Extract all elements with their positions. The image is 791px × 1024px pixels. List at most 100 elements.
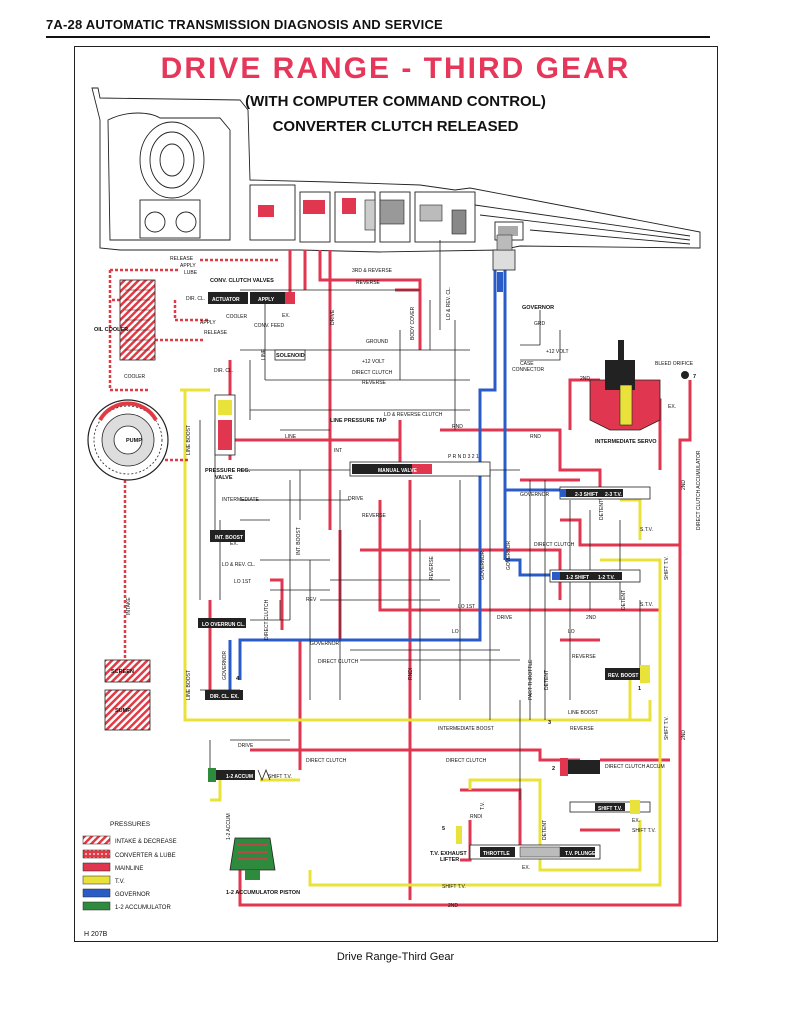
label-grd: GRD bbox=[534, 321, 546, 327]
manual-valve bbox=[349, 461, 491, 477]
line-label-dca-vert: DIRECT CLUTCH ACCUMULATOR bbox=[696, 450, 702, 530]
transmission-cross-section bbox=[91, 87, 701, 253]
line-label-12-volt: +12 VOLT bbox=[362, 359, 385, 365]
direct-clutch-accumulator bbox=[560, 758, 600, 776]
diagram-frame bbox=[74, 46, 718, 942]
line-label-apply-2: APPLY bbox=[200, 320, 216, 326]
line-label-shift-tv-3: SHIFT T.V. bbox=[442, 884, 466, 890]
accumulator-piston-1-2 bbox=[229, 837, 276, 880]
line-label-shift-tv-1: SHIFT T.V. bbox=[268, 774, 292, 780]
label-throttle: THROTTLE bbox=[483, 851, 510, 857]
number-1: 1 bbox=[638, 686, 641, 692]
legend-swatch-intake bbox=[82, 835, 111, 845]
figure-code: H 207B bbox=[84, 931, 108, 938]
lo-overrun-valve bbox=[198, 618, 246, 628]
line-label-int-boost-vert: INT. BOOST bbox=[296, 527, 302, 555]
figure-caption: Drive Range-Third Gear bbox=[336, 951, 455, 963]
line-label-governor: GOVERNOR bbox=[310, 641, 340, 647]
legend-swatch-mainline bbox=[82, 862, 111, 872]
legend-swatch-accumulator bbox=[82, 901, 111, 911]
line-label-shift-tv-2: SHIFT T.V. bbox=[632, 828, 656, 834]
line-label-intermediate-boost: INTERMEDIATE BOOST bbox=[438, 726, 494, 732]
line-label-drive-vert: DRIVE bbox=[330, 309, 336, 325]
line-label-line-boost-vert: LINE BOOST bbox=[186, 425, 192, 455]
label-rev-boost: REV. BOOST bbox=[608, 673, 638, 679]
component-labels: CONV. CLUTCH VALVES ACTUATOR APPLY OIL C… bbox=[94, 278, 694, 896]
label-tv-plunger: T.V. PLUNGER bbox=[565, 851, 599, 857]
page-header: 7A-28 AUTOMATIC TRANSMISSION DIAGNOSIS A… bbox=[46, 14, 710, 38]
line-label-direct-clutch-5: DIRECT CLUTCH bbox=[446, 758, 487, 764]
line-label-release: RELEASE bbox=[170, 256, 194, 262]
exhaust-circuits bbox=[199, 240, 641, 800]
sump bbox=[104, 689, 151, 731]
label-pump: PUMP bbox=[126, 438, 142, 444]
oil-cooler bbox=[119, 279, 156, 361]
legend-label-mainline: MAINLINE bbox=[115, 866, 143, 872]
line-label-stv: S.T.V. bbox=[640, 527, 653, 533]
label-actuator: ACTUATOR bbox=[212, 297, 240, 303]
number-5: 5 bbox=[442, 826, 445, 832]
label-conv-clutch-valves: CONV. CLUTCH VALVES bbox=[210, 278, 274, 284]
line-label-lo-rev-cl: LO & REV. CL. bbox=[222, 562, 255, 568]
line-label-direct-clutch-4: DIRECT CLUTCH bbox=[306, 758, 347, 764]
line-label-direct-clutch: DIRECT CLUTCH bbox=[352, 370, 393, 376]
line-label-conv-feed: CONV. FEED bbox=[254, 323, 284, 329]
label-2-3-shift: 2-3 SHIFT bbox=[575, 492, 598, 498]
line-label-ex-1: EX. bbox=[282, 313, 290, 319]
label-shift-tv-valve: SHIFT T.V. bbox=[598, 806, 623, 812]
intermediate-servo bbox=[589, 340, 689, 431]
line-label-detent-vert-4: DETENT bbox=[621, 590, 627, 610]
line-label-detent-vert: DETENT bbox=[544, 670, 550, 690]
label-2-3-tv: 2-3 T.V. bbox=[605, 492, 622, 498]
line-label-2nd-vert: 2ND bbox=[681, 730, 687, 740]
line-label-intake-vert: INTAKE bbox=[126, 597, 132, 615]
valve-1-2-shift bbox=[549, 569, 641, 583]
governor-assembly bbox=[492, 234, 516, 292]
legend-label-intake: INTAKE & DECREASE bbox=[115, 839, 177, 845]
line-label-intermediate: INTERMEDIATE bbox=[222, 497, 260, 503]
label-tv-exhaust-2: LIFTER bbox=[440, 857, 459, 863]
line-label-reverse-mid: REVERSE bbox=[362, 380, 387, 386]
legend-swatch-converter bbox=[82, 849, 111, 859]
line-label-line-boost-vert-2: LINE BOOST bbox=[186, 670, 192, 700]
line-label-tv-vert: T.V. bbox=[480, 802, 486, 810]
label-1-2-accum: 1-2 ACCUM bbox=[226, 774, 253, 780]
label-prnd: P R N D 3 2 1 bbox=[448, 454, 479, 460]
line-label-dir-cl-2: DIR. CL. bbox=[214, 368, 233, 374]
line-label-int: INT bbox=[334, 448, 342, 454]
line-label-line-boost: LINE BOOST bbox=[568, 710, 598, 716]
converter-clutch-valves bbox=[208, 292, 295, 304]
line-label-lube: LUBE bbox=[184, 270, 198, 276]
line-label-2nd: 2ND bbox=[586, 615, 596, 621]
line-label-detent-vert-2: DETENT bbox=[542, 820, 548, 840]
line-label-line-vert: LINE bbox=[261, 348, 267, 360]
line-label-lo-reverse-clutch: LO & REVERSE CLUTCH bbox=[384, 412, 443, 418]
governor-circuits bbox=[228, 260, 560, 690]
legend-label-tv: T.V. bbox=[115, 879, 125, 885]
line-label-rnd-2: RND bbox=[530, 434, 541, 440]
line-label-3rd-reverse: 3RD & REVERSE bbox=[352, 268, 393, 274]
solenoid bbox=[274, 349, 306, 361]
line-label-gov-vert-3: GOVERNOR bbox=[506, 540, 512, 570]
line-label-2nd-bottom: 2ND bbox=[448, 903, 458, 909]
line-label-governor-vert-2: GOVERNOR bbox=[480, 550, 486, 580]
intermediate-boost-valve bbox=[210, 530, 245, 542]
pump bbox=[87, 399, 169, 481]
diagram-subtitle-clutch: CONVERTER CLUTCH RELEASED bbox=[272, 118, 519, 135]
legend-title: PRESSURES bbox=[110, 821, 151, 828]
diagram-subtitle-control: (WITH COMPUTER COMMAND CONTROL) bbox=[245, 93, 546, 110]
intake-circuits bbox=[108, 258, 280, 660]
line-label-cooler-2: COOLER bbox=[124, 374, 146, 380]
line-label-reverse-boost: REVERSE bbox=[570, 726, 595, 732]
pressure-regulator-valve bbox=[214, 394, 236, 456]
label-direct-clutch-accum: DIRECT CLUTCH ACCUM bbox=[605, 764, 665, 770]
label-screen: SCREEN bbox=[111, 669, 134, 675]
label-accumulator-piston: 1-2 ACCUMULATOR PISTON bbox=[226, 890, 300, 896]
reverse-boost-valve bbox=[605, 665, 650, 683]
line-label-ground: GROUND bbox=[366, 339, 389, 345]
label-12-volt: +12 VOLT bbox=[546, 349, 569, 355]
line-label-rndi: RNDI bbox=[470, 814, 482, 820]
line-label-drive-3: DRIVE bbox=[238, 743, 254, 749]
line-label-lo-1st-2: LO 1ST bbox=[458, 604, 475, 610]
